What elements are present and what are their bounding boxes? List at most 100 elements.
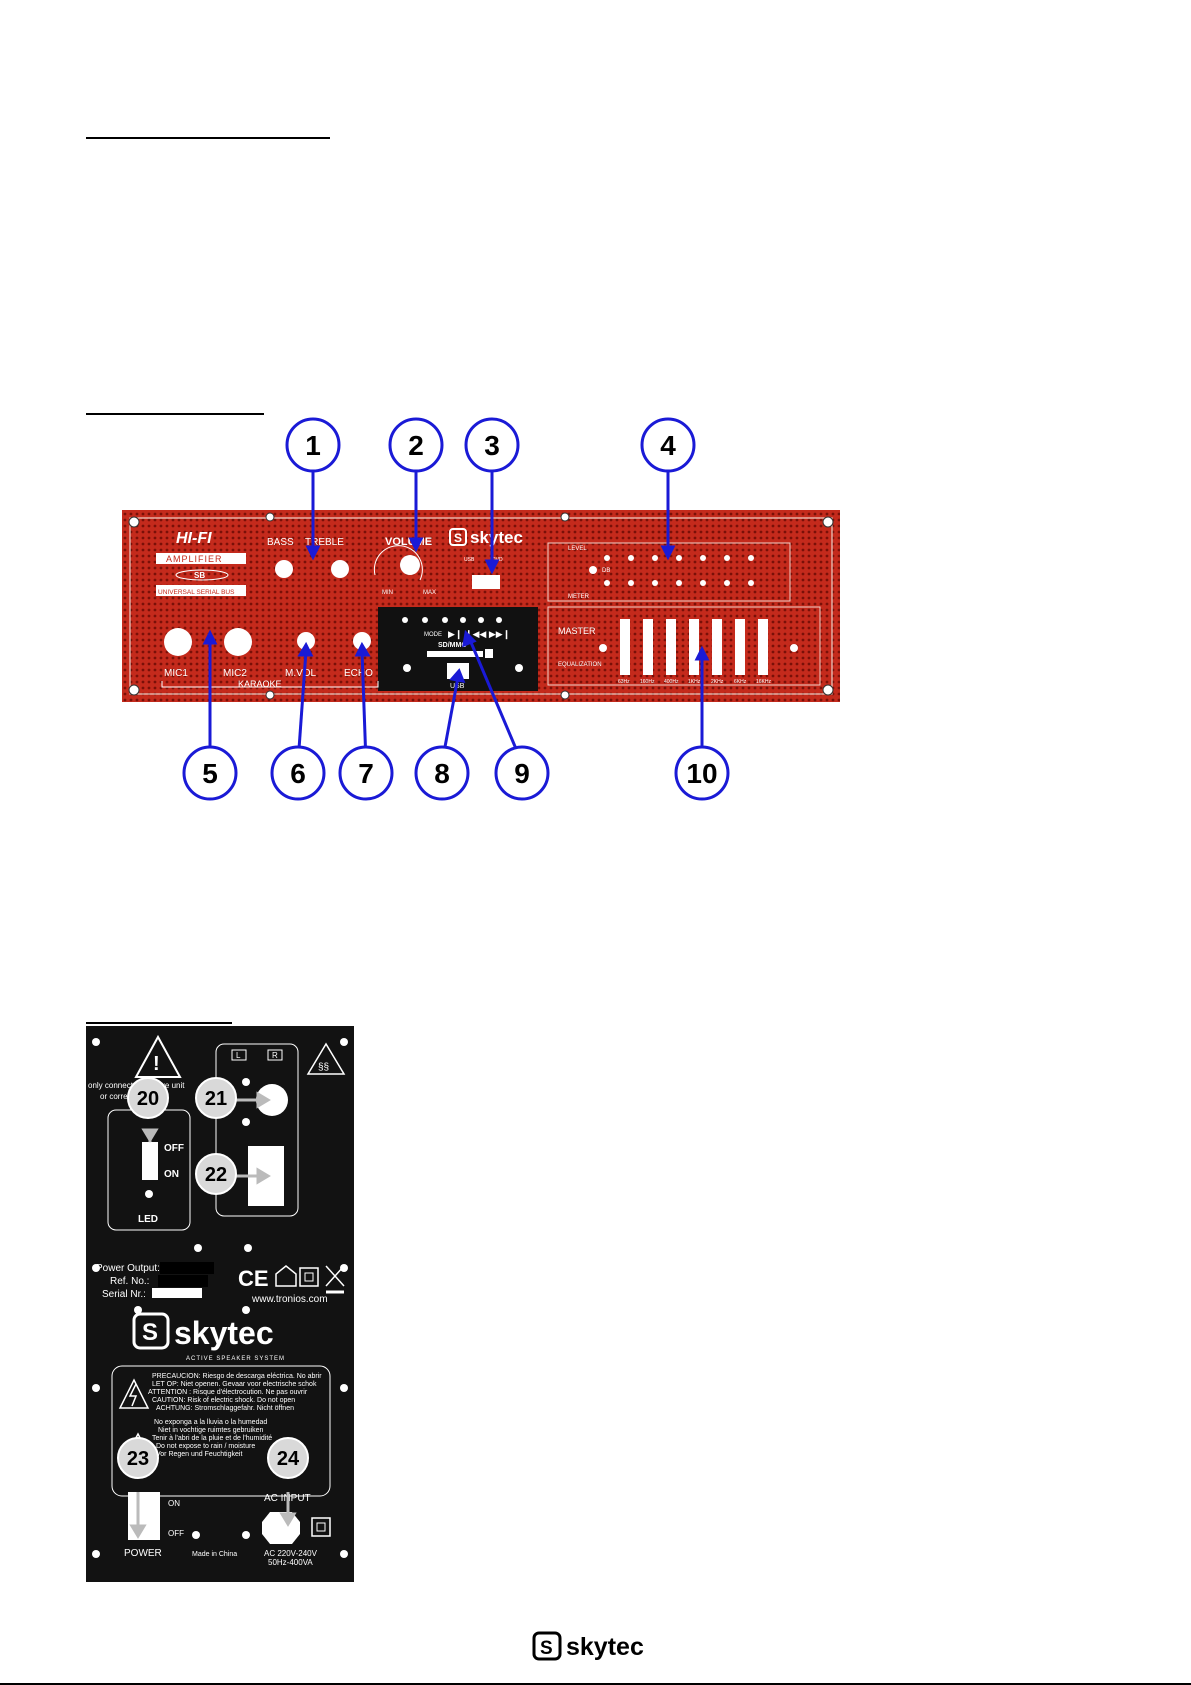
svg-text:16KHz: 16KHz xyxy=(756,679,772,685)
sd-mmc-label: SD/MMC xyxy=(438,642,466,649)
rear-panel-body xyxy=(86,1026,354,1582)
footer-logo: S skytec xyxy=(532,1631,644,1661)
callout-1: 1 xyxy=(305,430,321,461)
moisture-line-5: Vor Regen und Feuchtigkeit xyxy=(156,1451,242,1458)
power-label: POWER xyxy=(124,1548,162,1559)
mic1-label: MIC1 xyxy=(164,668,188,679)
mic2-jack[interactable] xyxy=(224,628,252,656)
svg-text:!: ! xyxy=(153,1053,160,1075)
callout-24: 24 xyxy=(277,1448,300,1470)
subtitle-label: ACTIVE SPEAKER SYSTEM xyxy=(186,1356,285,1362)
rear-callouts xyxy=(117,1077,309,1479)
power-off-label: OFF xyxy=(168,1529,184,1538)
serial-nr-label: Serial Nr.: xyxy=(102,1289,146,1300)
slave-switch[interactable] xyxy=(142,1142,158,1180)
warning-icon xyxy=(134,1034,182,1078)
svg-text:6KHz: 6KHz xyxy=(734,679,747,685)
power-switch[interactable] xyxy=(128,1492,160,1540)
front-callouts xyxy=(182,417,730,801)
amplifier-label: AMPLIFIER xyxy=(166,554,223,564)
corner-screws xyxy=(128,512,834,700)
callout-10: 10 xyxy=(686,758,717,789)
level-label: LEVEL xyxy=(568,546,587,552)
echo-knob[interactable] xyxy=(353,632,371,650)
volume-knob[interactable] xyxy=(400,555,420,575)
bass-label: BASS xyxy=(267,537,294,548)
hifi-label: HI-FI xyxy=(176,530,212,547)
rear-brand-logo-icon xyxy=(132,1312,170,1350)
callout-3: 3 xyxy=(484,430,500,461)
usb-bus-label: UNIVERSAL SERIAL BUS xyxy=(158,589,235,596)
website-label: www.tronios.com xyxy=(251,1294,328,1305)
mic2-label: MIC2 xyxy=(223,668,247,679)
bass-knob[interactable] xyxy=(275,560,293,578)
moisture-line-3: Tenir à l'abri de la pluie et de l'humid… xyxy=(152,1435,272,1442)
weee-bin-icon xyxy=(325,1265,345,1294)
mic1-jack[interactable] xyxy=(164,628,192,656)
led-indicator xyxy=(145,1190,153,1198)
section-rule-1 xyxy=(86,137,330,139)
caution-line-1: PRECAUCION: Riesgo de descarga eléctrica… xyxy=(152,1373,322,1380)
callout-7: 7 xyxy=(358,758,374,789)
callout-4: 4 xyxy=(660,430,676,461)
off-label: OFF xyxy=(164,1143,184,1154)
shock-warning-icon xyxy=(118,1378,150,1409)
treble-label: TREBLE xyxy=(305,537,344,548)
caution-line-4: CAUTION: Risk of electric shock. Do not … xyxy=(152,1397,295,1404)
mvol-label: M.VOL xyxy=(285,668,317,679)
ce-mark: CE xyxy=(238,1266,269,1291)
r-label: R xyxy=(272,1051,278,1060)
callout-23: 23 xyxy=(127,1448,149,1470)
hot-surface-icon xyxy=(306,1042,346,1075)
power-output-label: Power Output: xyxy=(96,1263,160,1274)
moisture-line-4: Do not expose to rain / moisture xyxy=(156,1443,255,1450)
treble-knob[interactable] xyxy=(331,560,349,578)
svg-text:S: S xyxy=(142,1319,158,1346)
callout-5: 5 xyxy=(202,758,218,789)
level-meter-leds xyxy=(604,555,754,586)
line-input-jack[interactable] xyxy=(256,1084,288,1116)
ref-no-label: Ref. No.: xyxy=(110,1276,149,1287)
moisture-line-1: No exponga a la lluvia o la humedad xyxy=(154,1419,267,1426)
svg-text:63Hz: 63Hz xyxy=(618,679,630,685)
master-label: MASTER xyxy=(558,626,596,636)
callout-22: 22 xyxy=(205,1164,227,1186)
master-knob[interactable] xyxy=(599,644,607,652)
callout-2: 2 xyxy=(408,430,424,461)
svg-text:§§: §§ xyxy=(318,1062,329,1073)
brand-label: skytec xyxy=(470,528,523,547)
made-in-label: Made in China xyxy=(192,1551,237,1558)
section-rule-2 xyxy=(86,413,264,415)
min-label: MIN xyxy=(382,590,393,596)
echo-label: ECHO xyxy=(344,668,373,679)
svg-text:S: S xyxy=(454,531,462,545)
playback-controls-icon[interactable]: ▶❙ ❙◀◀ ▶▶❙ xyxy=(448,629,510,640)
source-switch[interactable] xyxy=(472,575,500,589)
svg-text:400Hz: 400Hz xyxy=(664,679,679,685)
svg-text:160Hz: 160Hz xyxy=(640,679,655,685)
caution-line-2: LET OP: Niet openen. Gevaar voor electri… xyxy=(152,1381,317,1388)
callout-20: 20 xyxy=(137,1088,159,1110)
callout-6: 6 xyxy=(290,758,306,789)
ac-rating-1: AC 220V-240V xyxy=(264,1549,318,1558)
rear-panel-diagram: ! only connect to a slave unit or correc… xyxy=(86,1022,354,1582)
rear-brand-label: skytec xyxy=(174,1315,274,1351)
sd-card-slot[interactable] xyxy=(427,651,483,657)
power-on-label: ON xyxy=(168,1499,180,1508)
equalizer-box xyxy=(547,606,821,686)
ac-rating-2: 50Hz-400VA xyxy=(268,1558,313,1567)
footer-logo-icon xyxy=(532,1631,562,1661)
front-panel-diagram: HI-FI AMPLIFIER SB UNIVERSAL SERIAL BUS … xyxy=(122,417,840,801)
max-label: MAX xyxy=(423,590,436,596)
indoor-use-icon xyxy=(275,1265,297,1287)
callout-21: 21 xyxy=(205,1088,227,1110)
ac-input-socket[interactable] xyxy=(262,1512,300,1544)
svg-text:S: S xyxy=(540,1638,553,1659)
footer-brand: skytec xyxy=(566,1633,644,1661)
eq-sliders[interactable] xyxy=(620,619,768,675)
mic-volume-knob[interactable] xyxy=(297,632,315,650)
usb-select-label: USB xyxy=(464,557,475,563)
callout-8: 8 xyxy=(434,758,450,789)
mode-label: MODE xyxy=(424,632,442,638)
sb-label: SB xyxy=(194,571,205,580)
